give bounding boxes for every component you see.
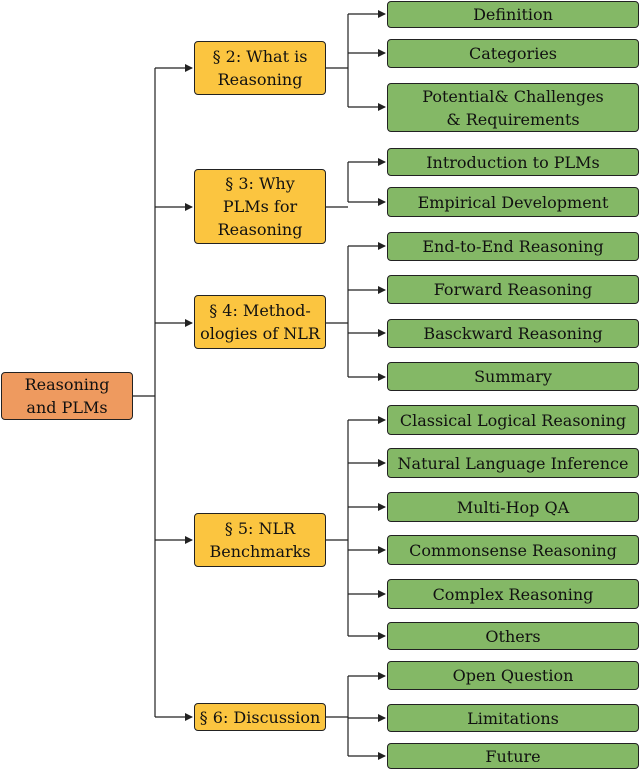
leaf-potential-challenges-requirements: Potential& Challenges & Requirements <box>387 83 639 132</box>
leaf-classical-logical-reasoning: Classical Logical Reasoning <box>387 405 639 435</box>
leaf-definition: Definition <box>387 1 639 28</box>
section-label: § 5: NLR Benchmarks <box>209 519 311 561</box>
section-what-is-reasoning: § 2: What is Reasoning <box>194 41 326 95</box>
leaf-commonsense-reasoning: Commonsense Reasoning <box>387 535 639 565</box>
leaf-forward-reasoning: Forward Reasoning <box>387 275 639 304</box>
section-discussion: § 6: Discussion <box>194 703 326 731</box>
leaf-future: Future <box>387 743 639 769</box>
section-label: § 3: Why PLMs for Reasoning <box>217 174 303 239</box>
leaf-backward-reasoning: Basckward Reasoning <box>387 319 639 348</box>
leaf-categories: Categories <box>387 39 639 68</box>
root-label: Reasoning and PLMs <box>24 375 110 417</box>
leaf-introduction-to-plms: Introduction to PLMs <box>387 148 639 176</box>
section-methodologies-of-nlr: § 4: Method- ologies of NLR <box>194 295 326 349</box>
leaf-natural-language-inference: Natural Language Inference <box>387 448 639 478</box>
leaf-end-to-end-reasoning: End-to-End Reasoning <box>387 232 639 261</box>
section-label: § 6: Discussion <box>199 707 321 727</box>
section-nlr-benchmarks: § 5: NLR Benchmarks <box>194 513 326 567</box>
section-label: § 2: What is Reasoning <box>212 47 308 89</box>
leaf-complex-reasoning: Complex Reasoning <box>387 579 639 609</box>
leaf-limitations: Limitations <box>387 704 639 732</box>
leaf-multi-hop-qa: Multi-Hop QA <box>387 492 639 522</box>
section-label: § 4: Method- ologies of NLR <box>200 301 320 343</box>
leaf-summary: Summary <box>387 362 639 391</box>
root-node: Reasoning and PLMs <box>1 372 133 420</box>
leaf-open-question: Open Question <box>387 661 639 690</box>
leaf-empirical-development: Empirical Development <box>387 187 639 217</box>
leaf-others: Others <box>387 622 639 650</box>
section-why-plms-for-reasoning: § 3: Why PLMs for Reasoning <box>194 169 326 244</box>
